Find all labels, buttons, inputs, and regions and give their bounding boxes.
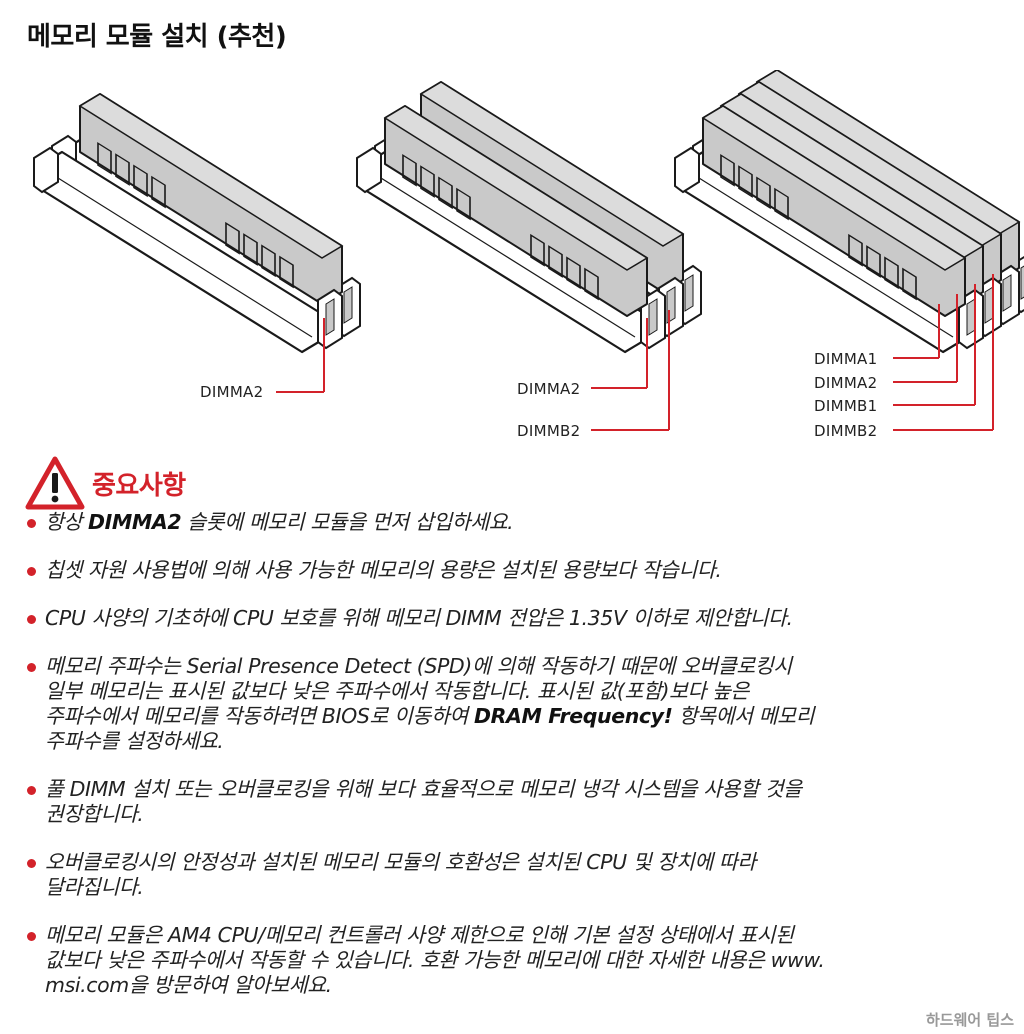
watermark: 하드웨어 팁스 [925, 1011, 1014, 1029]
bullet-icon [27, 615, 36, 624]
diagram-two-modules [355, 81, 703, 431]
note-item: 칩셋 자원 사용법에 의해 사용 가능한 메모리의 용량은 설치된 용량보다 작… [24, 558, 1009, 583]
diagram-four-modules [673, 70, 1024, 431]
bullet-icon [27, 567, 36, 576]
notes-list: 항상 DIMMA2 슬롯에 메모리 모듈을 먼저 삽입하세요. 칩셋 자원 사용… [24, 510, 1009, 1021]
label-dimma2-four: DIMMA2 [814, 374, 878, 392]
warning-triangle-icon [25, 456, 85, 510]
important-title: 중요사항 [92, 470, 186, 501]
note-item: CPU 사양의 기초하에 CPU 보호를 위해 메모리 DIMM 전압은 1.3… [24, 606, 1009, 631]
memory-slot-diagrams [32, 70, 1024, 431]
page-title: 메모리 모듈 설치 (추천) [27, 22, 287, 52]
note-item: 메모리 모듈은 AM4 CPU/메모리 컨트롤러 사양 제한으로 인해 기본 설… [24, 923, 1009, 998]
label-dimmb2-four: DIMMB2 [814, 422, 878, 440]
label-dimma2-one: DIMMA2 [200, 383, 264, 401]
label-dimmb1-four: DIMMB1 [814, 397, 878, 415]
label-dimma1-four: DIMMA1 [814, 350, 878, 368]
note-item: 풀 DIMM 설치 또는 오버클로킹을 위해 보다 효율적으로 메모리 냉각 시… [24, 777, 1009, 827]
bullet-icon [27, 786, 36, 795]
important-heading: 중요사항 [24, 455, 186, 511]
note-item: 메모리 주파수는 Serial Presence Detect (SPD)에 의… [24, 654, 1009, 754]
note-item: 오버클로킹시의 안정성과 설치된 메모리 모듈의 호환성은 설치된 CPU 및 … [24, 850, 1009, 900]
label-dimma2-two: DIMMA2 [517, 380, 581, 398]
note-item: 항상 DIMMA2 슬롯에 메모리 모듈을 먼저 삽입하세요. [24, 510, 1009, 535]
bullet-icon [27, 932, 36, 941]
bullet-icon [27, 519, 36, 528]
bullet-icon [27, 859, 36, 868]
diagram-one-module [32, 93, 362, 393]
label-dimmb2-two: DIMMB2 [517, 422, 581, 440]
bullet-icon [27, 663, 36, 672]
